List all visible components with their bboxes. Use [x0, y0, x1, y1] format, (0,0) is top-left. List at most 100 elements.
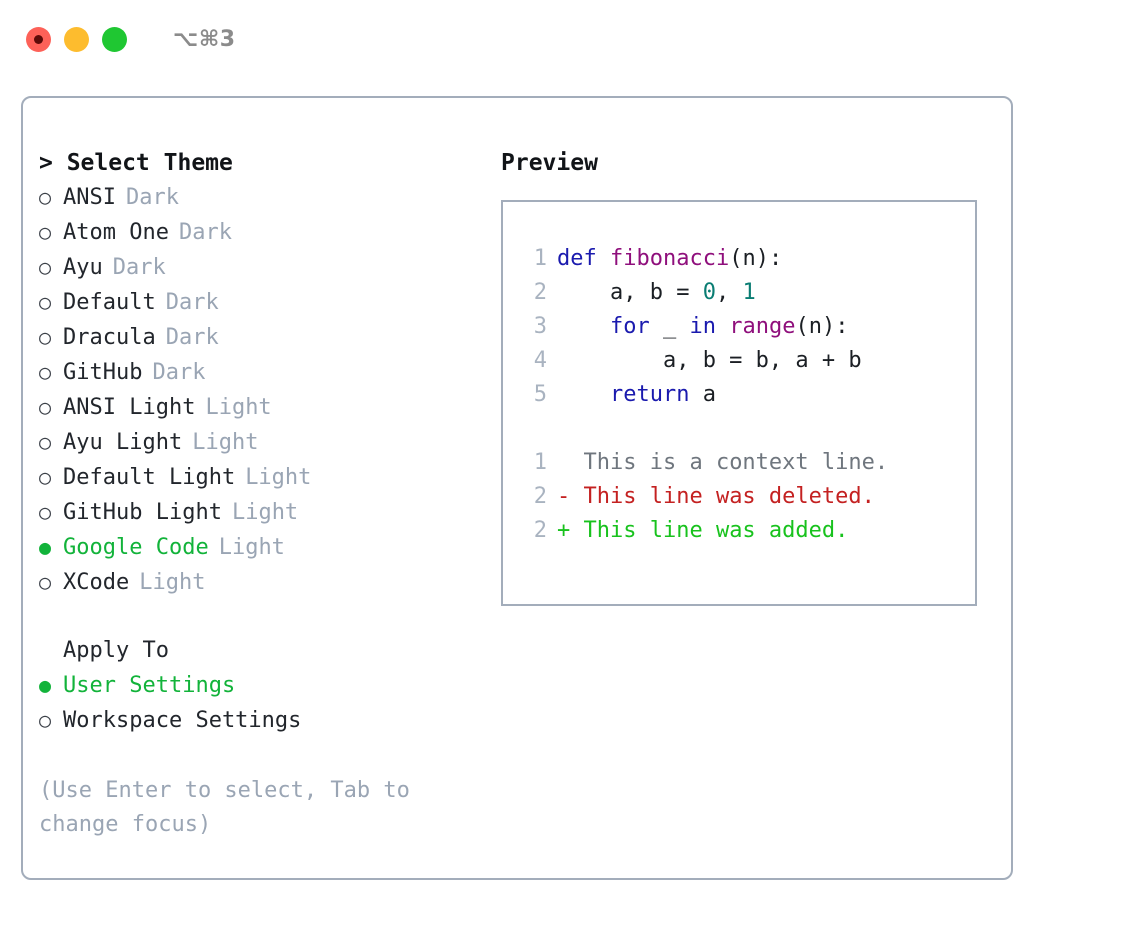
- radio-unselected-icon: ○: [39, 185, 52, 209]
- code-line: 3 for _ in range(n):: [521, 310, 975, 344]
- theme-option-variant: Light: [245, 465, 312, 490]
- theme-option-row[interactable]: ○ Atom One Dark: [39, 215, 499, 250]
- diff-line: 1 This is a context line.: [521, 446, 975, 480]
- theme-option-name: ANSI Light: [63, 395, 196, 420]
- radio-unselected-icon: ○: [39, 360, 52, 384]
- radio-unselected-icon: ○: [39, 708, 52, 732]
- diff-text: This line was deleted.: [570, 484, 875, 509]
- theme-option-variant: Dark: [112, 255, 166, 280]
- code-token: range: [729, 314, 796, 339]
- code-token: fibonacci: [609, 246, 730, 271]
- radio-unselected-icon: ○: [39, 465, 52, 489]
- code-token: a, b = b, a + b: [557, 348, 862, 373]
- code-token: 1: [742, 280, 756, 305]
- code-line: 4 a, b = b, a + b: [521, 344, 975, 378]
- theme-option-name: GitHub Light: [63, 500, 222, 525]
- theme-option-name: Ayu: [63, 255, 103, 280]
- theme-option-variant: Dark: [165, 290, 219, 315]
- radio-unselected-icon: ○: [39, 500, 52, 524]
- apply-to-option-name: Workspace Settings: [63, 708, 302, 733]
- theme-option-row[interactable]: ○ GitHub Dark: [39, 355, 499, 390]
- theme-option-name: ANSI: [63, 185, 116, 210]
- close-button-icon[interactable]: [26, 26, 51, 52]
- diff-text: This is a context line.: [570, 450, 889, 475]
- apply-to-option-name: User Settings: [63, 673, 236, 698]
- code-token: 0: [702, 280, 716, 305]
- radio-unselected-icon: ○: [39, 325, 52, 349]
- code-token: ,: [715, 280, 743, 305]
- diff-text: This line was added.: [570, 518, 849, 543]
- theme-option-variant: Light: [218, 535, 285, 560]
- preview-title: Preview: [501, 150, 598, 176]
- code-token: return: [609, 382, 690, 407]
- theme-option-row[interactable]: ○ Ayu Dark: [39, 250, 499, 285]
- apply-to-option-list: ● User Settings ○ Workspace Settings: [39, 668, 499, 738]
- window-controls: [26, 26, 127, 52]
- apply-to-option-row[interactable]: ● User Settings: [39, 668, 499, 703]
- theme-option-name: Google Code: [63, 535, 209, 560]
- maximize-button-icon[interactable]: [102, 26, 127, 52]
- theme-option-name: Atom One: [63, 220, 169, 245]
- line-number: 5: [533, 382, 547, 407]
- title-bar: ⌥⌘3: [0, 0, 1140, 78]
- theme-option-row[interactable]: ● Google Code Light: [39, 530, 499, 565]
- theme-option-row[interactable]: ○ ANSI Light Light: [39, 390, 499, 425]
- line-number: 4: [533, 348, 547, 373]
- code-token: for: [609, 314, 650, 339]
- theme-option-name: Dracula: [63, 325, 156, 350]
- theme-option-name: XCode: [63, 570, 130, 595]
- code-token: (n):: [729, 246, 783, 271]
- diff-marker: [557, 450, 570, 475]
- radio-selected-icon: ●: [39, 535, 52, 559]
- theme-option-name: Ayu Light: [63, 430, 183, 455]
- keyboard-shortcut-label: ⌥⌘3: [173, 26, 236, 52]
- code-token: in: [689, 314, 716, 339]
- code-token: [716, 314, 729, 339]
- apply-to-option-row[interactable]: ○ Workspace Settings: [39, 703, 499, 738]
- line-number: 2: [533, 484, 547, 509]
- theme-option-variant: Dark: [178, 220, 232, 245]
- radio-selected-icon: ●: [39, 673, 52, 697]
- line-number: 3: [533, 314, 547, 339]
- diff-spacer: [521, 412, 975, 446]
- theme-option-name: Default Light: [63, 465, 236, 490]
- diff-marker: -: [557, 484, 571, 509]
- code-token: a: [689, 382, 716, 407]
- diff-line: 2+ This line was added.: [521, 514, 975, 548]
- radio-unselected-icon: ○: [39, 395, 52, 419]
- code-line: 2 a, b = 0, 1: [521, 276, 975, 310]
- radio-unselected-icon: ○: [39, 570, 52, 594]
- line-number: 2: [533, 518, 547, 543]
- theme-panel-title: > Select Theme: [39, 150, 233, 176]
- code-token: _: [649, 314, 690, 339]
- minimize-button-icon[interactable]: [64, 26, 89, 52]
- radio-unselected-icon: ○: [39, 255, 52, 279]
- radio-unselected-icon: ○: [39, 220, 52, 244]
- diff-sample: 1 This is a context line.2- This line wa…: [521, 446, 975, 548]
- theme-option-name: GitHub: [63, 360, 143, 385]
- code-token: def: [557, 246, 610, 271]
- theme-option-variant: Dark: [152, 360, 206, 385]
- theme-option-variant: Light: [205, 395, 272, 420]
- theme-option-row[interactable]: ○ Default Light Light: [39, 460, 499, 495]
- code-token: a, b =: [557, 280, 703, 305]
- line-number: 2: [533, 280, 547, 305]
- code-token: (n):: [795, 314, 849, 339]
- line-number: 1: [533, 450, 547, 475]
- diff-line: 2- This line was deleted.: [521, 480, 975, 514]
- code-token: [557, 382, 610, 407]
